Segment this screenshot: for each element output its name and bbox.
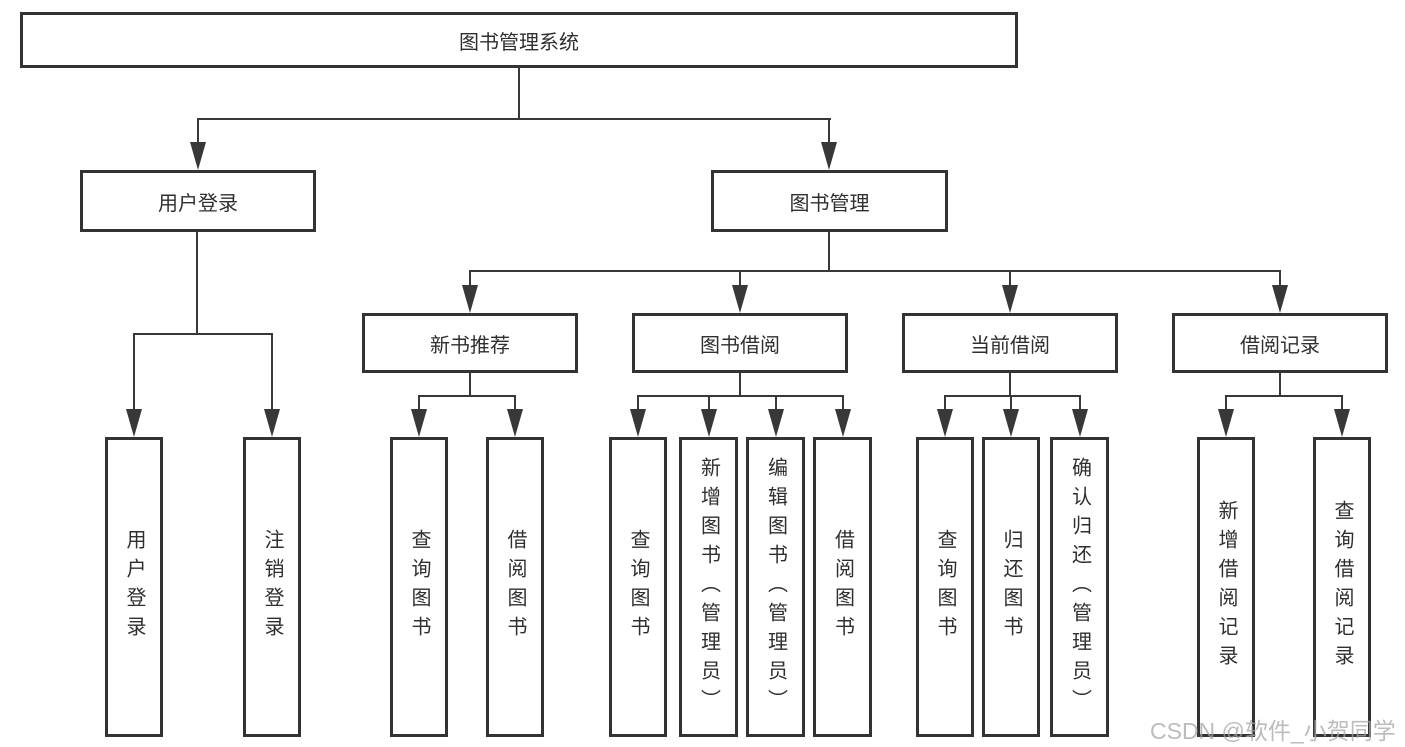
node-new-book-recommend: 新书推荐 — [362, 313, 578, 373]
connector-drop-leaf — [1079, 395, 1081, 410]
connector-drop-leaf — [1341, 395, 1343, 410]
connector-current-borrow-stem — [1009, 373, 1011, 397]
node-new-book-recommend-label: 新书推荐 — [430, 334, 510, 357]
connector-book-borrow-stem — [739, 373, 741, 397]
leaf-confirm-return-admin: 确认归还（管理员） — [1050, 437, 1109, 737]
connector-drop-leaf — [842, 395, 844, 410]
arrowhead-leaf — [835, 409, 851, 437]
leaf-return-books: 归还图书 — [982, 437, 1040, 737]
node-user-login-label: 用户登录 — [158, 192, 238, 215]
leaf-borrow-books-borrowing: 借阅图书 — [813, 437, 872, 737]
leaf-logout: 注销登录 — [243, 437, 301, 737]
arrowhead-login-leaf — [126, 409, 142, 437]
leaf-add-books-admin: 新增图书（管理员） — [679, 437, 738, 737]
connector-drop-user-login — [197, 118, 199, 144]
arrowhead-leaf — [411, 409, 427, 437]
arrowhead-leaf — [630, 409, 646, 437]
connector-drop-leaf — [708, 395, 710, 410]
connector-drop-current-borrow — [1009, 270, 1011, 286]
connector-drop-leaf — [1225, 395, 1227, 410]
arrowhead-book-borrow — [732, 285, 748, 313]
leaf-user-login: 用户登录 — [105, 437, 163, 737]
arrowhead-user-login — [190, 142, 206, 170]
leaf-query-books-recommend: 查询图书 — [390, 437, 448, 737]
connector-user-login-stem — [196, 232, 198, 335]
node-book-management-label: 图书管理 — [789, 192, 870, 215]
leaf-query-borrow-record: 查询借阅记录 — [1313, 437, 1371, 737]
connector-user-login-rail — [133, 333, 273, 335]
node-borrowing-records-label: 借阅记录 — [1240, 334, 1320, 357]
leaf-borrow-books-recommend: 借阅图书 — [486, 437, 544, 737]
node-library-system: 图书管理系统 — [20, 12, 1018, 68]
node-current-borrowing-label: 当前借阅 — [970, 334, 1050, 357]
connector-drop-leaf — [944, 395, 946, 410]
leaf-add-borrow-record: 新增借阅记录 — [1197, 437, 1255, 737]
arrowhead-leaf — [1218, 409, 1234, 437]
node-user-login: 用户登录 — [80, 170, 316, 232]
connector-drop-leaf — [514, 395, 516, 410]
arrowhead-new-book — [462, 285, 478, 313]
arrowhead-current-borrow — [1002, 285, 1018, 313]
connector-new-book-stem — [469, 373, 471, 397]
connector-drop-new-book — [469, 270, 471, 286]
connector-new-book-rail — [418, 395, 516, 397]
connector-drop-logout-leaf — [271, 333, 273, 411]
connector-drop-borrow-records — [1279, 270, 1281, 286]
connector-book-management-stem — [828, 232, 830, 272]
arrowhead-borrow-records — [1272, 285, 1288, 313]
connector-drop-leaf — [1010, 395, 1012, 410]
connector-drop-book-borrow — [739, 270, 741, 286]
connector-drop-login-leaf — [133, 333, 135, 411]
leaf-query-books-current: 查询图书 — [916, 437, 974, 737]
arrowhead-leaf — [1334, 409, 1350, 437]
connector-book-borrow-rail — [637, 395, 843, 397]
node-library-system-label: 图书管理系统 — [459, 31, 579, 54]
connector-drop-leaf — [637, 395, 639, 410]
node-book-borrowing: 图书借阅 — [632, 313, 848, 373]
arrowhead-leaf — [1072, 409, 1088, 437]
arrowhead-leaf — [937, 409, 953, 437]
leaf-query-books-borrowing: 查询图书 — [609, 437, 667, 737]
node-current-borrowing: 当前借阅 — [902, 313, 1118, 373]
connector-borrow-records-stem — [1279, 373, 1281, 397]
arrowhead-logout-leaf — [264, 409, 280, 437]
arrowhead-leaf — [701, 409, 717, 437]
node-book-borrowing-label: 图书借阅 — [700, 334, 780, 357]
connector-root-stem — [518, 68, 520, 120]
arrowhead-book-management — [821, 142, 837, 170]
leaf-edit-books-admin: 编辑图书（管理员） — [746, 437, 805, 737]
connector-level1-rail — [197, 118, 831, 120]
connector-current-borrow-rail — [944, 395, 1080, 397]
csdn-watermark: CSDN @软件_小贺同学 — [1150, 718, 1396, 744]
arrowhead-leaf — [1003, 409, 1019, 437]
arrowhead-leaf — [507, 409, 523, 437]
connector-borrow-records-rail — [1225, 395, 1342, 397]
connector-drop-book-management — [828, 118, 830, 144]
connector-drop-leaf — [418, 395, 420, 410]
node-book-management: 图书管理 — [711, 170, 948, 232]
node-borrowing-records: 借阅记录 — [1172, 313, 1388, 373]
arrowhead-leaf — [768, 409, 784, 437]
connector-drop-leaf — [775, 395, 777, 410]
connector-level2-rail — [469, 270, 1281, 272]
